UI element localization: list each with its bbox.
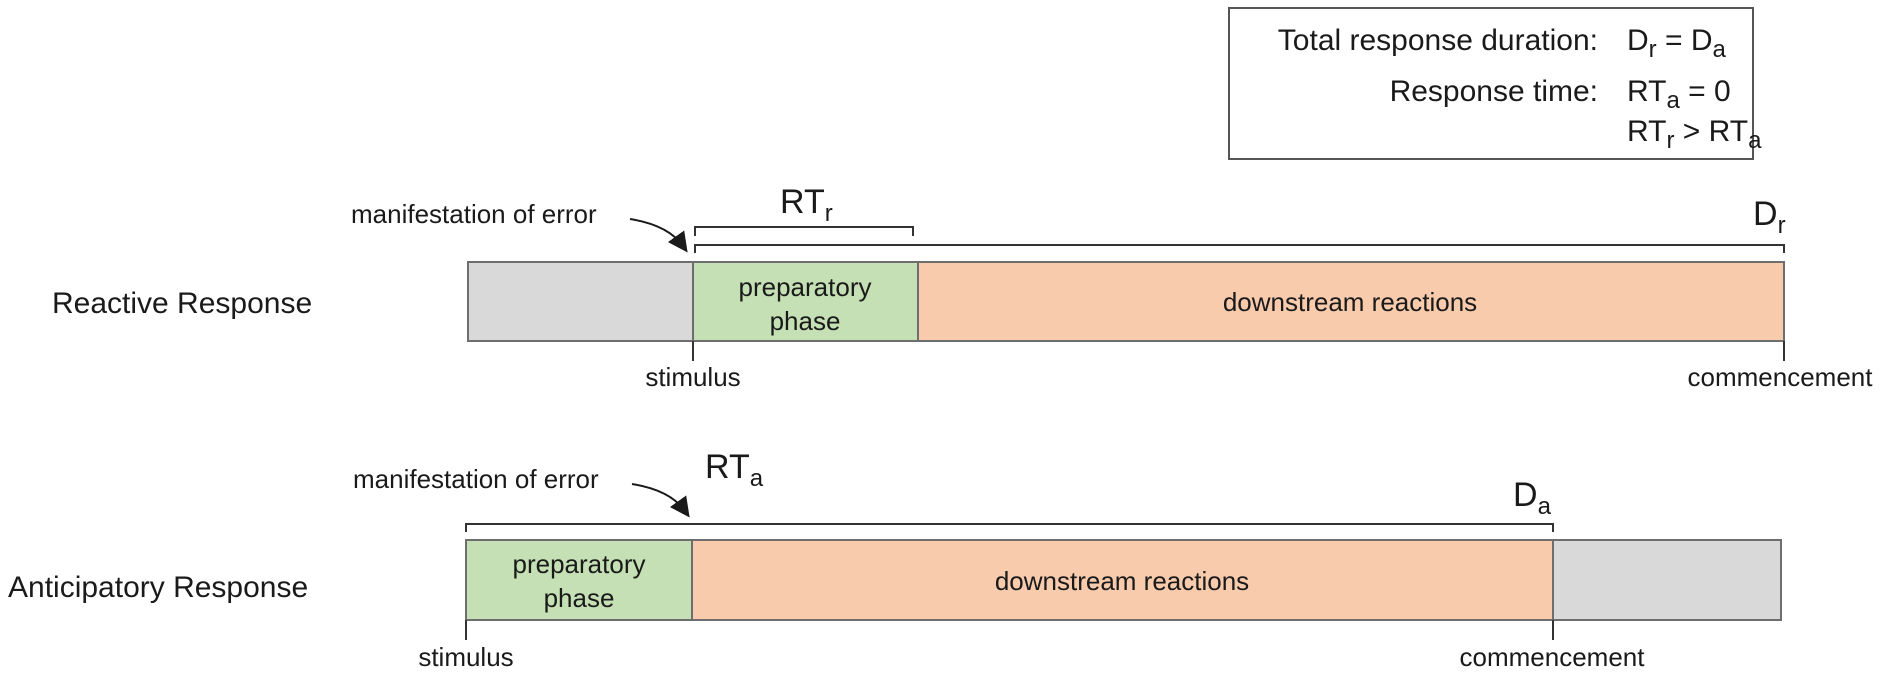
legend-time-label: Response time: <box>1390 75 1598 108</box>
anticipatory-row-label: Anticipatory Response <box>8 571 308 604</box>
anticipatory-commencement-label: commencement <box>1460 642 1646 672</box>
reactive-d-label: Dr <box>1753 195 1786 239</box>
reactive-downstream-label: downstream reactions <box>1223 287 1477 317</box>
anticipatory-manifestation-label: manifestation of error <box>353 464 599 494</box>
legend-box: Total response duration: Dr = Da Respons… <box>1228 7 1762 160</box>
reactive-d-bracket <box>694 244 1785 253</box>
anticipatory-downstream-label: downstream reactions <box>995 566 1249 596</box>
reactive-commencement-label: commencement <box>1688 362 1874 392</box>
reactive-stimulus-label: stimulus <box>645 362 740 392</box>
reactive-downstream-segment <box>917 261 1785 342</box>
reactive-rt-bracket <box>694 226 914 236</box>
legend-time-equation-2: RTr > RTa <box>1627 115 1762 154</box>
legend-duration-label: Total response duration: <box>1278 24 1598 57</box>
anticipatory-downstream-segment <box>691 539 1554 621</box>
reactive-prep-label-line1: preparatory <box>739 272 872 302</box>
reactive-manifestation-label: manifestation of error <box>351 199 597 229</box>
anticipatory-d-label: Da <box>1513 476 1552 520</box>
anticipatory-row: Anticipatory Response manifestation of e… <box>8 448 1782 672</box>
reactive-row: Reactive Response manifestation of error… <box>52 183 1873 392</box>
anticipatory-preparatory-segment <box>465 539 693 621</box>
reactive-rt-label: RTr <box>780 183 833 227</box>
anticipatory-d-bracket <box>465 523 1554 532</box>
anticipatory-prep-label-line2: phase <box>544 583 615 613</box>
reactive-row-label: Reactive Response <box>52 287 312 320</box>
legend-duration-equation: Dr = Da <box>1627 24 1727 63</box>
reactive-idle-segment <box>467 261 694 342</box>
legend-frame <box>1228 7 1754 160</box>
anticipatory-manifestation-arrow <box>631 483 690 518</box>
anticipatory-prep-label-line1: preparatory <box>513 549 646 579</box>
reactive-manifestation-arrow <box>629 218 688 253</box>
reactive-prep-label-line2: phase <box>770 306 841 336</box>
anticipatory-rt-label: RTa <box>705 448 764 492</box>
anticipatory-idle-segment <box>1552 539 1782 621</box>
legend-time-equation-1: RTa = 0 <box>1627 75 1731 114</box>
anticipatory-stimulus-label: stimulus <box>418 642 513 672</box>
